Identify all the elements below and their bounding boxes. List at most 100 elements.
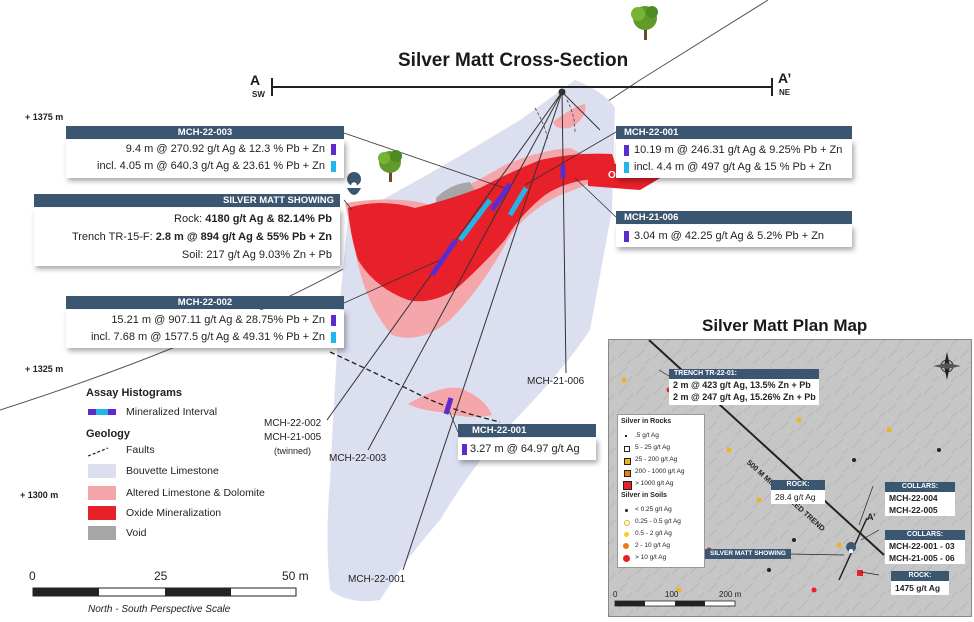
plan-collars2-line2: MCH-21-005 - 06 [889, 553, 955, 563]
plan-collars1-box [885, 492, 955, 516]
soil-swatch [624, 520, 630, 526]
figure-title: Silver Matt Cross-Section [398, 50, 629, 71]
callout-header-mch-22-001: MCH-22-001 [616, 126, 852, 139]
callout-mch-22-002 [66, 310, 344, 348]
plan-legend-rocks-0: .5 g/t Ag [635, 432, 659, 439]
plan-collars2-header: COLLARS: [885, 530, 965, 540]
plan-rock2-header: ROCK: [891, 571, 949, 581]
interval-bar-cyan [624, 162, 629, 173]
interval-bar-purple [462, 444, 467, 455]
plan-legend-rocks-3: 200 - 1000 g/t Ag [635, 468, 685, 475]
plan-trench-header: TRENCH TR-22-01: [669, 369, 819, 379]
fault-line [566, 99, 576, 133]
plan-legend-soils-0: < 0.25 g/t Ag [635, 506, 672, 513]
trace-label-twinned: (twinned) [274, 446, 312, 456]
plan-legend-rocks-title: Silver in Rocks [621, 418, 672, 425]
trace-label-mch-22-003: MCH-22-003 [329, 453, 387, 464]
callout-silver-matt-showing [34, 208, 340, 266]
interval-bar-cyan [331, 161, 336, 172]
legend-bouvette-label: Bouvette Limestone [126, 465, 219, 477]
plan-trench-box [669, 379, 819, 405]
interval-bar-purple [331, 315, 336, 326]
callout-mch-22-001 [616, 140, 852, 178]
callout-line: incl. 4.05 m @ 640.3 g/t Ag & 23.61 % Pb… [97, 160, 325, 172]
plan-legend-soils-4: > 10 g/t Ag [635, 554, 667, 561]
plan-collars1-header: COLLARS: [885, 482, 955, 492]
plan-rock1-value: 28.4 g/t Ag [775, 492, 816, 502]
section-direction-ne: NE [779, 88, 791, 97]
interval-bar-purple [624, 231, 629, 242]
plan-legend-soils-2: 0.5 - 2 g/t Ag [635, 530, 672, 537]
scale-tick-50: 50 m [282, 569, 309, 583]
scale-tick-0: 0 [29, 569, 36, 583]
drill-trace-mch-21-006 [561, 91, 567, 374]
callout-line: 15.21 m @ 907.11 g/t Ag & 28.75% Pb + Zn [111, 314, 325, 326]
plan-trench-line2: 2 m @ 247 g/t Ag, 15.26% Zn + Pb [673, 392, 816, 402]
showing-rock-value: 4180 g/t Ag & 82.14% Pb [205, 213, 332, 225]
plan-scale-tick-100: 100 [665, 590, 679, 599]
plan-rock1-header: ROCK: [771, 480, 825, 490]
location-pin-icon [347, 172, 362, 198]
callout-header-mch-22-003: MCH-22-003 [66, 126, 344, 139]
trace-label-mch-21-006: MCH-21-006 [527, 376, 585, 387]
fault-line [534, 107, 549, 141]
interval-bar-purple [331, 144, 336, 155]
plan-collars2-line1: MCH-22-001 - 03 [889, 541, 955, 551]
callout-line: 9.4 m @ 270.92 g/t Ag & 12.3 % Pb + Zn [125, 143, 325, 155]
plan-legend-soils-3: 2 - 10 g/t Ag [635, 542, 671, 549]
soil-swatch [623, 555, 630, 562]
plan-scale-bar [614, 600, 736, 607]
oxide-swatch [88, 506, 116, 520]
drill-trace-mch-22-001 [402, 91, 563, 571]
showing-trench-line: Trench TR-15-F: 2.8 m @ 894 g/t Ag & 55%… [34, 230, 332, 244]
callout-header-mch-22-002: MCH-22-002 [66, 296, 344, 309]
rock-swatch [624, 458, 631, 465]
legend-altered-label: Altered Limestone & Dolomite [126, 487, 265, 499]
legend-mineralized-label: Mineralized Interval [126, 406, 218, 418]
callout-line: incl. 4.4 m @ 497 g/t Ag & 15 % Pb + Zn [634, 161, 832, 173]
trace-label-mch-22-002: MCH-22-002 [264, 418, 322, 429]
callout-header-mch-21-006: MCH-21-006 [616, 211, 852, 224]
compass-icon [933, 352, 961, 380]
callout-line: 10.19 m @ 246.31 g/t Ag & 9.25% Pb + Zn [634, 144, 843, 156]
plan-showing-label: SILVER MATT SHOWING [705, 549, 791, 559]
tree-icon [631, 6, 658, 40]
callout-header-silver-matt-showing: SILVER MATT SHOWING [34, 194, 340, 207]
legend-assay-title: Assay Histograms [86, 387, 182, 399]
plan-legend-rocks-2: 25 - 200 g/t Ag [635, 456, 678, 463]
plan-collars1-line2: MCH-22-005 [889, 505, 938, 515]
elevation-1375: + 1375 m [25, 112, 64, 122]
collar-point [558, 88, 566, 96]
leader-lines [343, 131, 617, 433]
section-label-a: A [250, 72, 261, 88]
plan-scale-tick-200: 200 m [719, 590, 742, 599]
fault-line [329, 351, 501, 423]
scale-caption: North - South Perspective Scale [88, 604, 231, 615]
plan-section-label: A’ [867, 512, 876, 522]
plan-legend [617, 414, 705, 568]
plan-legend-rocks-1: 5 - 25 g/t Ag [635, 444, 671, 451]
elevation-1300: + 1300 m [20, 490, 59, 500]
void-swatch [88, 526, 116, 540]
soil-swatch [625, 509, 628, 512]
plan-rock2-box [891, 581, 949, 595]
soil-swatch [624, 532, 629, 537]
plan-rock1-box [771, 490, 825, 504]
legend-oxide-label: Oxide Mineralization [126, 507, 222, 519]
interval-bar-cyan [331, 332, 336, 343]
plan-scale-tick-0: 0 [613, 590, 618, 599]
mineralized-intervals [429, 165, 566, 415]
plan-legend-soils-1: 0.25 - 0.5 g/t Ag [635, 518, 681, 525]
trace-label-mch-21-005: MCH-21-005 [264, 432, 322, 443]
callout-mch-22-003 [66, 140, 344, 178]
showing-rock-line: Rock: 4180 g/t Ag & 82.14% Pb [34, 212, 332, 226]
scale-tick-25: 25 [154, 569, 168, 583]
plan-legend-rocks-4: > 1000 g/t Ag [635, 480, 674, 487]
plan-collars2-box [885, 540, 965, 564]
callout-line: 3.04 m @ 42.25 g/t Ag & 5.2% Pb + Zn [634, 230, 825, 242]
altered-limestone-unit [553, 104, 586, 129]
rock-swatch [624, 470, 631, 477]
plan-trench-line1: 2 m @ 423 g/t Ag, 13.5% Zn + Pb [673, 380, 811, 390]
